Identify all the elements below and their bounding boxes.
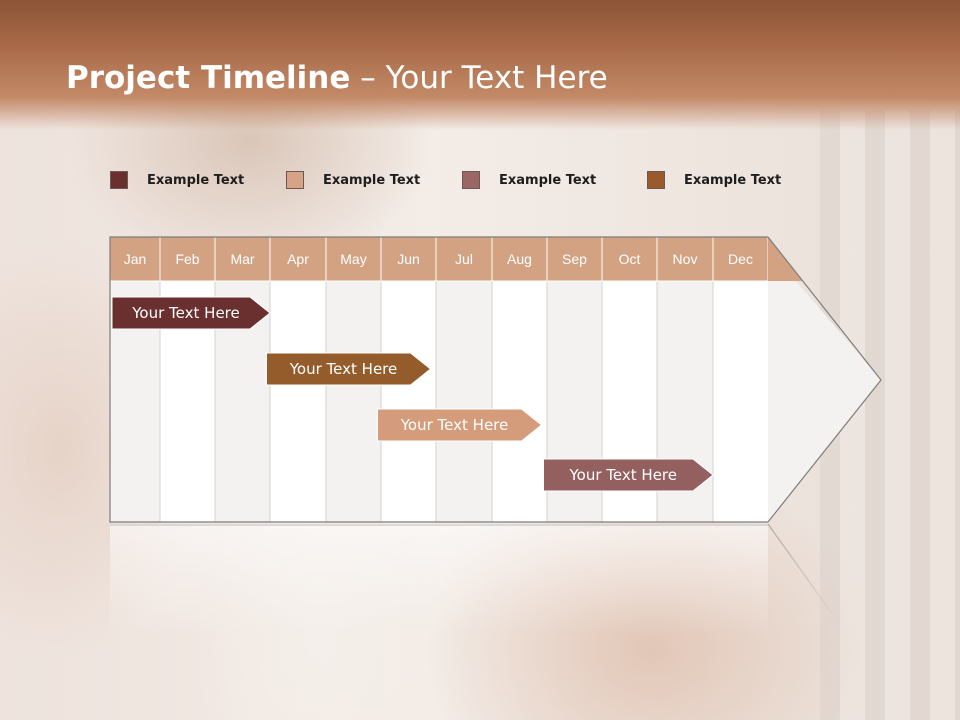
month-label-feb: Feb bbox=[175, 251, 199, 267]
title-rest: – Your Text Here bbox=[350, 60, 608, 96]
month-label-dec: Dec bbox=[728, 251, 753, 267]
task-arrow-3 bbox=[377, 408, 543, 442]
month-column-may bbox=[326, 281, 381, 522]
month-label-oct: Oct bbox=[619, 251, 641, 267]
month-label-may: May bbox=[340, 251, 366, 267]
task-arrow-4 bbox=[543, 458, 714, 492]
month-label-jan: Jan bbox=[124, 251, 147, 267]
legend-swatch-1 bbox=[110, 171, 128, 189]
month-label-nov: Nov bbox=[673, 251, 698, 267]
task-label-2: Your Text Here bbox=[289, 360, 397, 378]
month-column-aug bbox=[492, 281, 547, 522]
month-column-jun bbox=[381, 281, 436, 522]
timeline-outline bbox=[109, 236, 882, 523]
month-header-cell-sep bbox=[546, 236, 603, 282]
month-label-jul: Jul bbox=[455, 251, 473, 267]
task-label-3: Your Text Here bbox=[400, 416, 508, 434]
month-header-cell-oct bbox=[601, 236, 658, 282]
reflection-fill bbox=[110, 524, 768, 634]
task-bar-1: Your Text Here bbox=[111, 296, 271, 330]
header-band bbox=[0, 0, 960, 130]
timeline-reflection bbox=[109, 523, 839, 634]
chart-border bbox=[109, 236, 768, 523]
month-header-cell-aug bbox=[491, 236, 548, 282]
month-header-cell-nov bbox=[656, 236, 714, 282]
task-bar-2: Your Text Here bbox=[266, 352, 432, 386]
legend-swatch-3 bbox=[462, 171, 480, 189]
title-bold: Project Timeline bbox=[66, 60, 351, 96]
task-label-1: Your Text Here bbox=[131, 304, 239, 322]
task-bar-4: Your Text Here bbox=[543, 458, 714, 492]
month-label-sep: Sep bbox=[562, 251, 587, 267]
month-column-apr bbox=[270, 281, 326, 522]
month-header-cell-mar bbox=[214, 236, 271, 282]
legend-label-2: Example Text bbox=[323, 173, 421, 188]
month-label-jun: Jun bbox=[397, 251, 420, 267]
month-label-mar: Mar bbox=[230, 251, 254, 267]
task-bar-3: Your Text Here bbox=[377, 408, 543, 442]
legend-label-4: Example Text bbox=[684, 173, 782, 188]
month-label-aug: Aug bbox=[507, 251, 532, 267]
task-arrow-2 bbox=[266, 352, 432, 386]
legend-swatch-2 bbox=[286, 171, 304, 189]
month-column-jul bbox=[436, 281, 492, 522]
timeline-arrow bbox=[768, 281, 881, 522]
month-header: Jan Feb Mar Apr May Jun Jul Aug Sep Oct Nov Dec bbox=[109, 236, 802, 282]
legend-label-3: Example Text bbox=[499, 173, 597, 188]
arrow-head-body bbox=[768, 281, 881, 522]
legend-label-1: Example Text bbox=[147, 173, 245, 188]
month-header-cell-dec bbox=[712, 236, 769, 282]
arrow-outline bbox=[767, 236, 882, 523]
task-label-4: Your Text Here bbox=[569, 466, 677, 484]
legend-swatch-4 bbox=[647, 171, 665, 189]
month-column-dec bbox=[713, 281, 768, 522]
task-arrow-1 bbox=[111, 296, 271, 330]
slide-title: Project Timeline – Your Text Here bbox=[66, 60, 608, 96]
reflection-arrow-edge bbox=[767, 523, 839, 623]
month-label-apr: Apr bbox=[287, 251, 309, 267]
